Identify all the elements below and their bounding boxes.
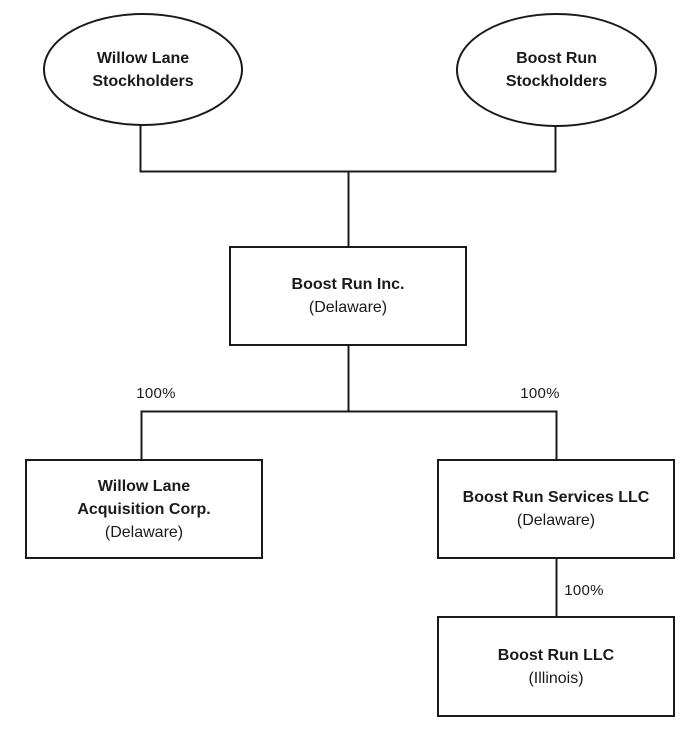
box-boost-run-llc: Boost Run LLC (Illinois) bbox=[437, 616, 675, 717]
box-willow-lane-acquisition-corp: Willow Lane Acquisition Corp. (Delaware) bbox=[25, 459, 263, 559]
box-boost-run-services-llc: Boost Run Services LLC (Delaware) bbox=[437, 459, 675, 559]
ellipse-boost-run-stockholders: Boost Run Stockholders bbox=[456, 13, 657, 127]
boost-stockholders-label-line1: Boost Run bbox=[516, 50, 597, 67]
line-stockholders-merge bbox=[139, 124, 557, 173]
boost-run-inc-jurisdiction: (Delaware) bbox=[308, 299, 388, 316]
willow-acquisition-jurisdiction: (Delaware) bbox=[104, 523, 184, 541]
boost-run-llc-jurisdiction: (Illinois) bbox=[528, 669, 584, 687]
boost-run-inc-name: Boost Run Inc. bbox=[291, 276, 405, 293]
ellipse-willow-lane-stockholders: Willow Lane Stockholders bbox=[43, 13, 243, 126]
ownership-label-bottom: 100% bbox=[564, 582, 604, 599]
willow-acquisition-name-line1: Willow Lane bbox=[97, 477, 191, 495]
willow-stockholders-label-line1: Willow Lane bbox=[96, 49, 190, 67]
boost-stockholders-label-line2: Stockholders bbox=[505, 73, 608, 90]
boost-run-services-name: Boost Run Services LLC bbox=[462, 489, 650, 506]
ownership-label-left: 100% bbox=[136, 385, 176, 402]
box-boost-run-inc: Boost Run Inc. (Delaware) bbox=[229, 246, 467, 346]
ownership-label-right: 100% bbox=[520, 385, 560, 402]
boost-run-llc-name: Boost Run LLC bbox=[497, 646, 615, 664]
willow-stockholders-label-line2: Stockholders bbox=[92, 72, 194, 90]
willow-acquisition-name-line2: Acquisition Corp. bbox=[77, 500, 211, 518]
line-split-to-subsidiaries bbox=[140, 410, 558, 460]
boost-run-services-jurisdiction: (Delaware) bbox=[516, 512, 596, 529]
